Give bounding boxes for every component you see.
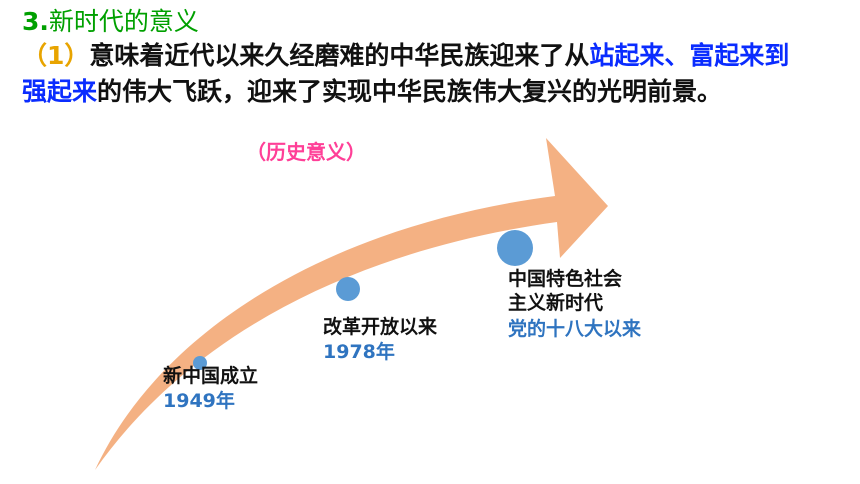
item-number: （1） [22,41,90,70]
heading-number: 3. [22,7,49,36]
section-heading: 3.新时代的意义 [22,2,199,38]
heading-title: 新时代的意义 [48,7,199,36]
milestone-year-new-era: 党的十八大以来 [508,318,642,340]
milestone-year-1978: 1978年 [323,341,395,363]
milestone-label-1949: 新中国成立 [163,365,259,387]
paragraph-highlight: 站起来、富起来到强起来 [22,41,790,106]
milestone-dot-new-era [497,230,533,266]
paragraph-text-2: 的伟大飞跃，迎来了实现中华民族伟大复兴的光明前景。 [97,77,723,106]
curved-arrow-shape [95,138,608,470]
milestone-year-1949: 1949年 [163,390,235,412]
milestone-dot-1978 [336,277,360,301]
historical-meaning-label: （历史意义） [246,140,366,164]
significance-paragraph: （1）意味着近代以来久经磨难的中华民族迎来了从站起来、富起来到强起来的伟大飞跃，… [22,38,802,110]
milestone-label-1978: 改革开放以来 [323,316,438,338]
paragraph-text-1: 意味着近代以来久经磨难的中华民族迎来了从 [89,41,590,70]
milestone-label-new-era: 中国特色社会主义新时代 [508,268,623,314]
milestone-dot-1949 [193,356,207,370]
